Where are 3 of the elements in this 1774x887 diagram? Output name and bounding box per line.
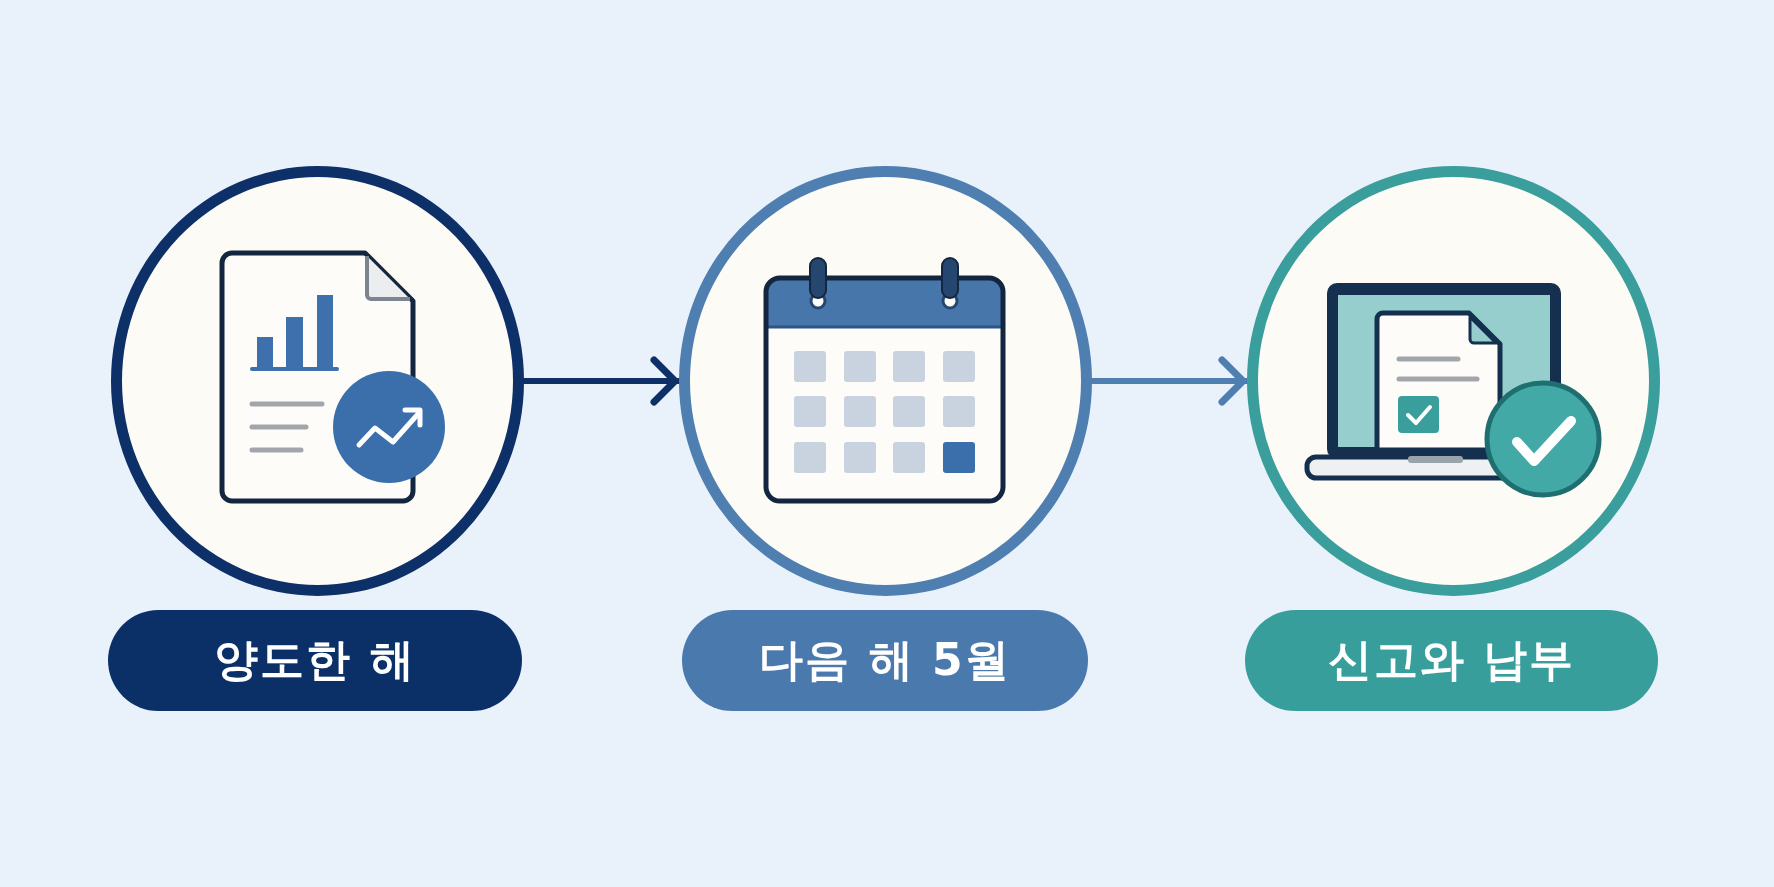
- step-title: 양도한 해: [214, 634, 416, 687]
- step-title: 신고와 납부: [1327, 634, 1576, 687]
- step-title: 다음 해 5월: [759, 634, 1011, 687]
